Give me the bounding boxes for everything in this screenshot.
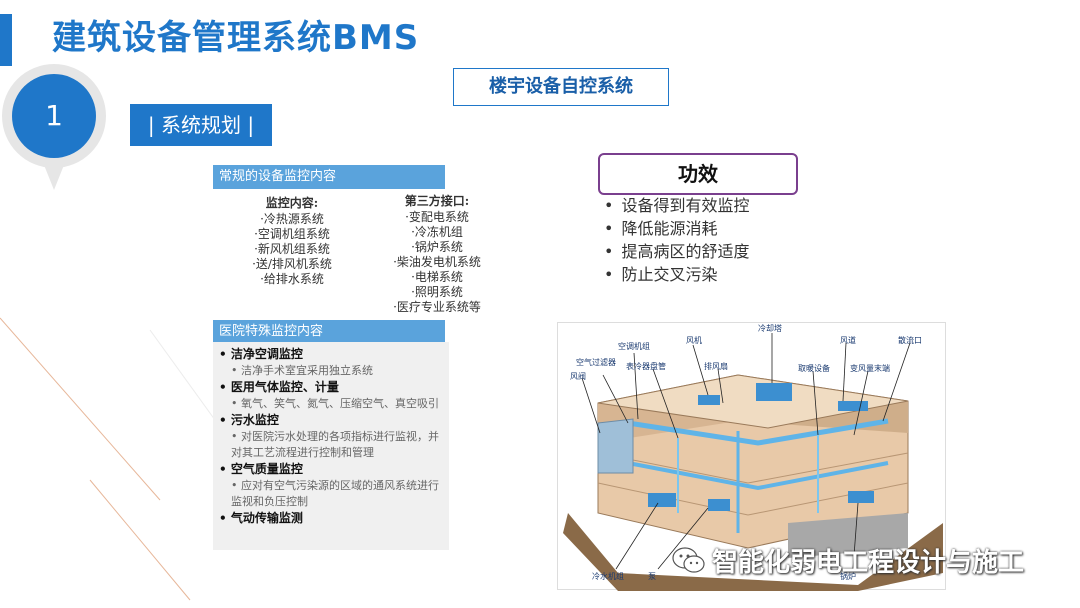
- list-item: ·电梯系统: [411, 270, 463, 284]
- diagram-label: 排风扇: [704, 362, 728, 371]
- list-item: ·冷热源系统: [260, 212, 324, 226]
- diagram-label: 锅炉: [840, 572, 856, 581]
- diagram-label: 风机: [686, 336, 702, 345]
- list-item: ·医疗专业系统等: [393, 300, 481, 314]
- title-accent-bar: [0, 14, 12, 66]
- hospital-item-title: • 洁净空调监控: [219, 347, 303, 361]
- hospital-item-detail: • 对医院污水处理的各项指标进行监视，并对其工艺流程进行控制和管理: [231, 430, 439, 459]
- diagram-label: 冷水机组: [592, 572, 624, 581]
- list-item: ·锅炉系统: [411, 240, 463, 254]
- building-illustration: [563, 333, 943, 591]
- diagram-label: 空气过滤器: [576, 358, 616, 367]
- diagram-label: 空调机组: [618, 342, 650, 351]
- effect-list: 设备得到有效监控 降低能源消耗 提高病区的舒适度 防止交叉污染: [604, 194, 749, 286]
- hospital-panel-heading: 医院特殊监控内容: [213, 320, 445, 344]
- section-number-pointer: [42, 160, 66, 190]
- subtitle-box: 楼宇设备自控系统: [453, 68, 669, 106]
- building-hvac-diagram: 空调机组 风机 冷却塔 风道 散流口 空气过滤器 表冷器盘管 排风扇 取暖设备 …: [557, 322, 946, 591]
- section-label: | 系统规划 |: [130, 104, 272, 146]
- third-party-title: 第三方接口:: [404, 194, 470, 208]
- effect-title: 功效: [598, 153, 798, 195]
- hospital-item-title: • 气动传输监测: [219, 511, 303, 525]
- diagram-label: 冷却塔: [758, 324, 782, 333]
- diagram-label: 泵: [648, 572, 656, 581]
- list-item: ·冷冻机组: [411, 225, 463, 239]
- watermark-text: 智能化弱电工程设计与施工: [712, 548, 1025, 578]
- list-item: ·柴油发电机系统: [393, 255, 481, 269]
- hospital-item-detail: • 应对有空气污染源的区域的通风系统进行监视和负压控制: [231, 479, 439, 508]
- effect-item: 设备得到有效监控: [604, 194, 749, 217]
- list-item: ·给排水系统: [260, 272, 324, 286]
- watermark: 智能化弱电工程设计与施工: [672, 542, 1024, 579]
- section-number: 1: [12, 74, 96, 158]
- diagram-label: 风道: [840, 336, 856, 345]
- list-item: ·照明系统: [411, 285, 463, 299]
- diagram-label: 散流口: [898, 336, 922, 345]
- effect-item: 降低能源消耗: [604, 217, 749, 240]
- wechat-icon: [672, 546, 705, 573]
- third-party-column: 第三方接口: ·变配电系统 ·冷冻机组 ·锅炉系统 ·柴油发电机系统 ·电梯系统…: [382, 194, 492, 315]
- general-panel-heading: 常规的设备监控内容: [213, 165, 445, 189]
- hospital-item-detail: • 洁净手术室宜采用独立系统: [231, 364, 373, 377]
- hospital-item-title: • 空气质量监控: [219, 462, 303, 476]
- page-title: 建筑设备管理系统BMS: [52, 18, 420, 58]
- hospital-item-title: • 医用气体监控、计量: [219, 380, 339, 394]
- effect-item: 防止交叉污染: [604, 263, 749, 286]
- diagram-label: 变风量末端: [850, 364, 890, 373]
- list-item: ·空调机组系统: [254, 227, 330, 241]
- hospital-panel-body: • 洁净空调监控 • 洁净手术室宜采用独立系统 • 医用气体监控、计量 • 氧气…: [213, 342, 449, 550]
- diagram-label: 风阀: [570, 372, 586, 381]
- list-item: ·变配电系统: [405, 210, 469, 224]
- diagram-label: 表冷器盘管: [626, 362, 666, 371]
- list-item: ·新风机组系统: [254, 242, 330, 256]
- effect-item: 提高病区的舒适度: [604, 240, 749, 263]
- hospital-item-title: • 污水监控: [219, 413, 279, 427]
- hospital-item-detail: • 氧气、笑气、氮气、压缩空气、真空吸引: [231, 397, 439, 410]
- list-item: ·送/排风机系统: [252, 257, 332, 271]
- monitor-content-column: 监控内容: ·冷热源系统 ·空调机组系统 ·新风机组系统 ·送/排风机系统 ·给…: [232, 196, 352, 287]
- monitor-content-title: 监控内容:: [265, 196, 319, 210]
- diagram-label: 取暖设备: [798, 364, 830, 373]
